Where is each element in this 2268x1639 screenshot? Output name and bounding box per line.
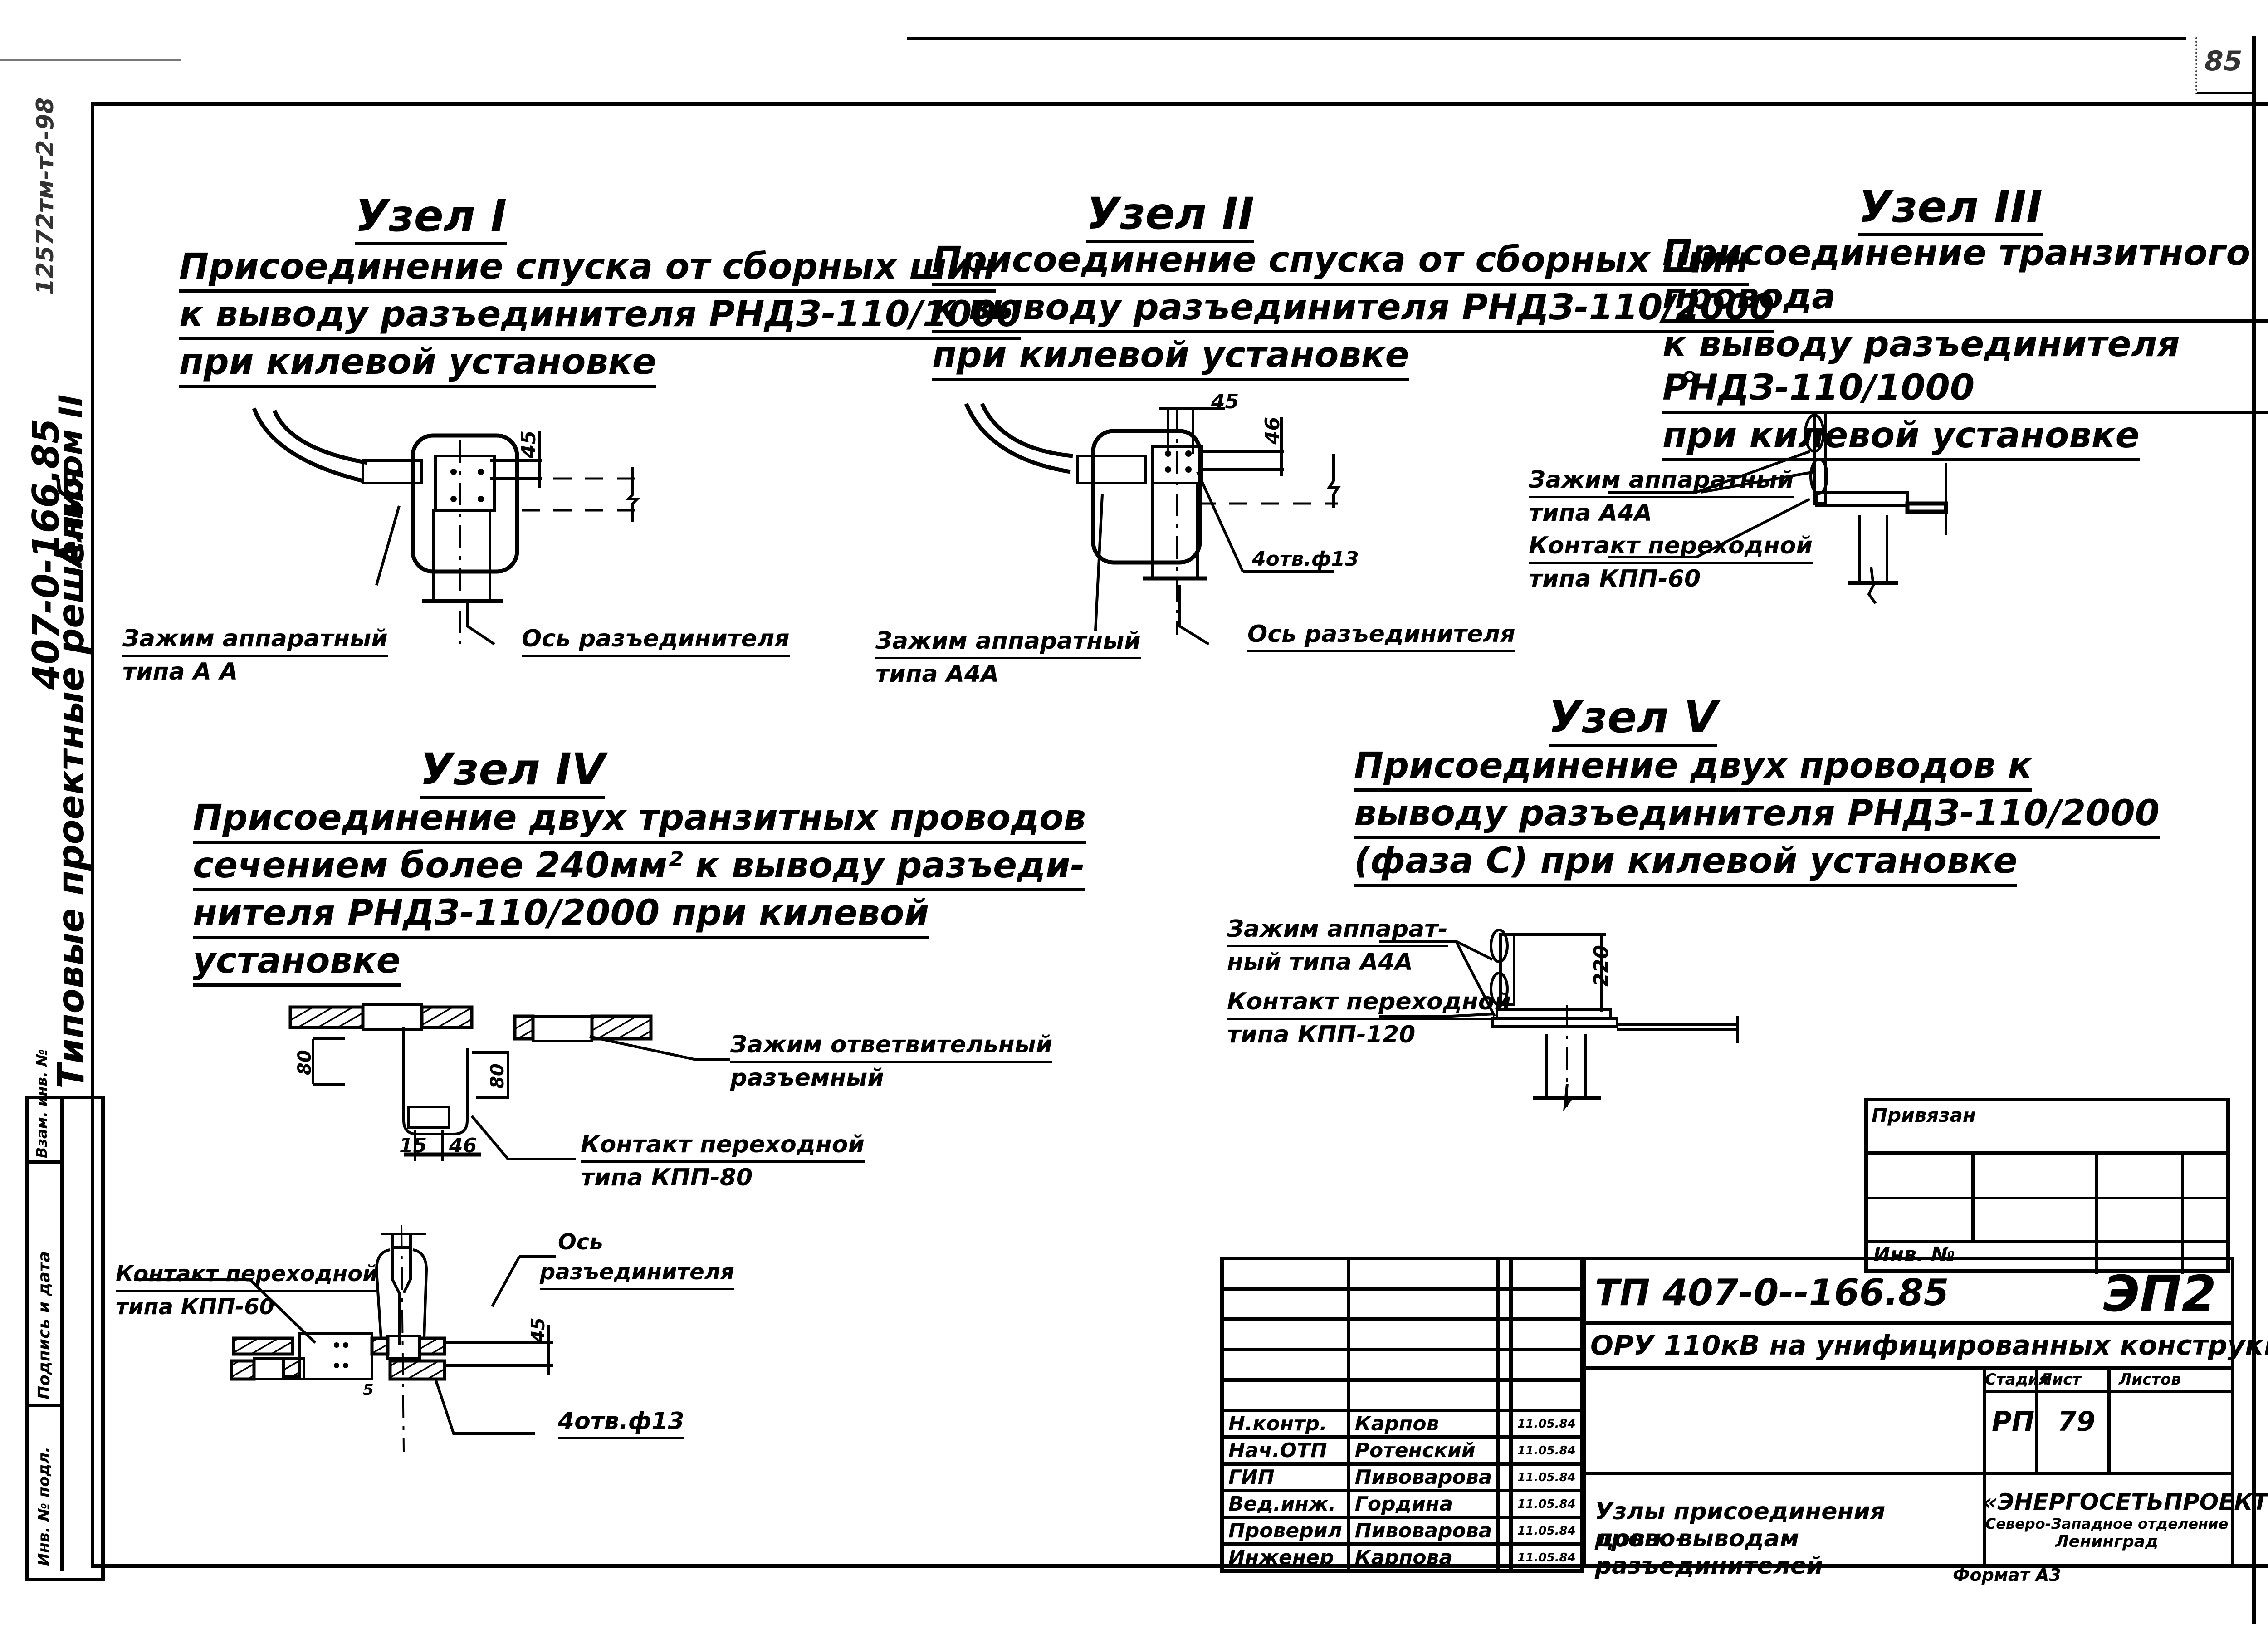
node-1-dim-45: 45 xyxy=(517,431,540,459)
node-2-label-axis: Ось разъединителя xyxy=(1247,619,1515,652)
node-4-dim-80-left: 80 xyxy=(294,1050,315,1075)
node-4-dim-15: 15 xyxy=(399,1134,427,1157)
drawing-frame xyxy=(91,102,2268,1568)
doc-code: ТП 407-0--166.85 xyxy=(1595,1272,1949,1314)
node-1-caption: Присоединение спуска от сборных шин к вы… xyxy=(179,245,1022,388)
corner-number-box xyxy=(2195,37,2254,94)
node-3-contact xyxy=(1815,491,1909,507)
binding-title: Привязан xyxy=(1872,1104,1976,1126)
node-1-title: Узел I xyxy=(318,191,544,245)
sheet-code: ЭП2 xyxy=(2103,1265,2216,1323)
node-4-dim-45: 45 xyxy=(528,1317,549,1343)
node-5-dim-220: 220 xyxy=(1590,945,1613,987)
org-cell: «ЭНЕРГОСЕТЬПРОЕКТ» Северо-Западное отдел… xyxy=(1983,1475,2268,1564)
node-1-label-axis: Ось разъединителя xyxy=(522,624,790,657)
empty-cell xyxy=(1582,1370,1986,1472)
node-1-clamp-outer xyxy=(411,433,519,574)
stamp-cell-replace: Взам. инв. № xyxy=(29,1049,64,1164)
node-4-dim-46: 46 xyxy=(449,1134,477,1157)
node-2-dim-45: 45 xyxy=(1211,390,1239,413)
node-5-caption: Присоединение двух проводов к выводу раз… xyxy=(1354,744,2160,887)
node-4-title: Узел IV xyxy=(399,744,626,799)
sheet-title-line-2: дов к выводам разъединителей xyxy=(1595,1525,1823,1580)
sheet-number: 79 xyxy=(2058,1406,2096,1438)
format-label: Формат А3 xyxy=(1953,1565,2061,1585)
node-2-wire-sleeve xyxy=(1076,455,1147,484)
node-2-dim-46: 46 xyxy=(1261,417,1284,445)
top-edge-line xyxy=(907,37,2186,40)
node-3-title: Узел III xyxy=(1837,181,2064,236)
node-2-title: Узел II xyxy=(1057,188,1284,243)
org-branch: Северо-Западное отделение xyxy=(1985,1515,2229,1532)
node-2-clamp-outer xyxy=(1091,429,1202,565)
stage-value: РП xyxy=(1992,1406,2035,1438)
project-name: ОРУ 110кВ на унифицированных конструкция… xyxy=(1590,1330,2268,1361)
node-5-label-clamp: Зажим аппарат-ный типа А4А xyxy=(1227,914,1448,977)
org-name: «ЭНЕРГОСЕТЬПРОЕКТ» xyxy=(1983,1489,2268,1515)
top-edge-line-left xyxy=(0,59,181,61)
node-1-wire xyxy=(252,407,368,483)
node-3-caption: Присоединение транзитного провода к выво… xyxy=(1662,231,2268,461)
left-stamp: Взам. инв. № Подпись и дата Инв. № подл. xyxy=(25,1049,105,1581)
node-4-label-holes: 4отв.ф13 xyxy=(558,1406,684,1439)
node-2-caption: Присоединение спуска от сборных шин к вы… xyxy=(932,238,1774,381)
sheet-title-line-1: Узлы присоединения прово- xyxy=(1595,1498,1886,1552)
stamp-cell-signature: Подпись и дата xyxy=(29,1164,64,1407)
node-2-label-holes: 4отв.ф13 xyxy=(1252,548,1359,571)
node-1-wire-sleeve xyxy=(362,459,423,484)
node-4-dim-80-right: 80 xyxy=(487,1063,508,1089)
node-4-caption: Присоединение двух транзитных проводов с… xyxy=(193,796,1086,987)
node-5-title: Узел V xyxy=(1520,692,1746,747)
binding-block: Привязан Инв. № xyxy=(1864,1098,2230,1274)
sheet-title-cell: Узлы присоединения прово- дов к выводам … xyxy=(1582,1475,1986,1580)
stage-block: Стадия Лист Листов РП 79 xyxy=(1983,1370,2231,1472)
org-city: Ленинград xyxy=(2055,1532,2159,1551)
frame-right-edge xyxy=(2252,36,2256,1624)
stamp-cell-inventory: Инв. № подл. xyxy=(29,1407,64,1571)
node-4-dim-5: 5 xyxy=(363,1381,374,1399)
project-name-cell: ОРУ 110кВ на унифицированных конструкция… xyxy=(1582,1325,2268,1370)
inventory-label: Инв. № xyxy=(1873,1243,1955,1266)
doc-code-cell: ТП 407-0--166.85 ЭП2 xyxy=(1582,1260,2234,1325)
corner-number: 85 xyxy=(2204,45,2243,77)
